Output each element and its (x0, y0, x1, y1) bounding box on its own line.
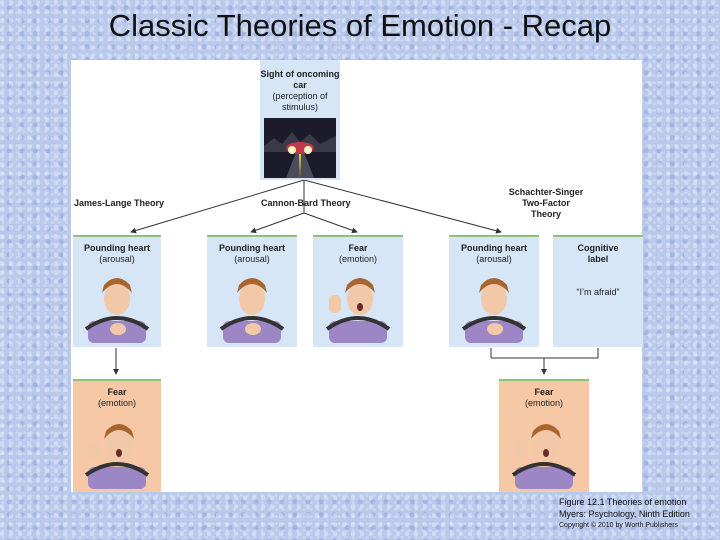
cannon-bard-label: Cannon-Bard Theory (261, 198, 351, 208)
box-title: Fear (107, 387, 127, 397)
box-title: Pounding heart (219, 243, 285, 253)
ss-cognitive-label-box: Cognitive label “I’m afraid” (553, 235, 643, 347)
cb-arousal-box: Pounding heart (arousal) (207, 235, 297, 347)
schachter-singer-label: Schachter-Singer Two-Factor Theory (508, 187, 584, 219)
person-fear-illustration (325, 278, 391, 343)
ss-fear-box: Fear (emotion) (499, 379, 589, 492)
connector-lines (113, 179, 599, 375)
slide-title: Classic Theories of Emotion - Recap (108, 8, 612, 43)
box-title: Pounding heart (84, 243, 150, 253)
box-subtitle: (arousal) (99, 254, 135, 264)
person-arousal-illustration (84, 278, 150, 343)
person-arousal-illustration (461, 278, 527, 343)
caption-copyright: Copyright © 2010 by Worth Publishers (559, 522, 679, 529)
stimulus-box: Sight of oncoming car (perception of sti… (260, 60, 340, 180)
box-title: Fear (348, 243, 368, 253)
car-headlights-image (264, 118, 336, 178)
caption-line-1: Figure 12.1 Theories of emotion (559, 497, 687, 507)
figure-caption: Figure 12.1 Theories of emotion Myers: P… (559, 496, 690, 532)
box-subtitle: (emotion) (524, 398, 563, 408)
box-title: Fear (534, 387, 554, 397)
cb-fear-box: Fear (emotion) (313, 235, 403, 347)
person-fear-illustration (511, 424, 577, 489)
box-title: Cognitive label (577, 243, 619, 264)
box-subtitle: (emotion) (338, 254, 377, 264)
box-subtitle: (arousal) (234, 254, 270, 264)
person-fear-illustration (84, 424, 150, 489)
box-subtitle: (emotion) (97, 398, 136, 408)
stimulus-title: Sight of oncoming car (260, 69, 340, 90)
box-subtitle: (arousal) (476, 254, 512, 264)
caption-line-2: Myers: Psychology, Ninth Edition (559, 509, 690, 519)
emotion-theories-figure: Sight of oncoming car (perception of sti… (71, 60, 643, 492)
jl-arousal-box: Pounding heart (arousal) (73, 235, 161, 347)
quote-text: “I’m afraid” (576, 287, 620, 297)
box-title: Pounding heart (461, 243, 527, 253)
james-lange-label: James-Lange Theory (74, 198, 165, 208)
stimulus-subtitle: (perception of stimulus) (272, 91, 328, 112)
jl-fear-box: Fear (emotion) (73, 379, 161, 492)
ss-arousal-box: Pounding heart (arousal) (449, 235, 539, 347)
person-arousal-illustration (219, 278, 285, 343)
